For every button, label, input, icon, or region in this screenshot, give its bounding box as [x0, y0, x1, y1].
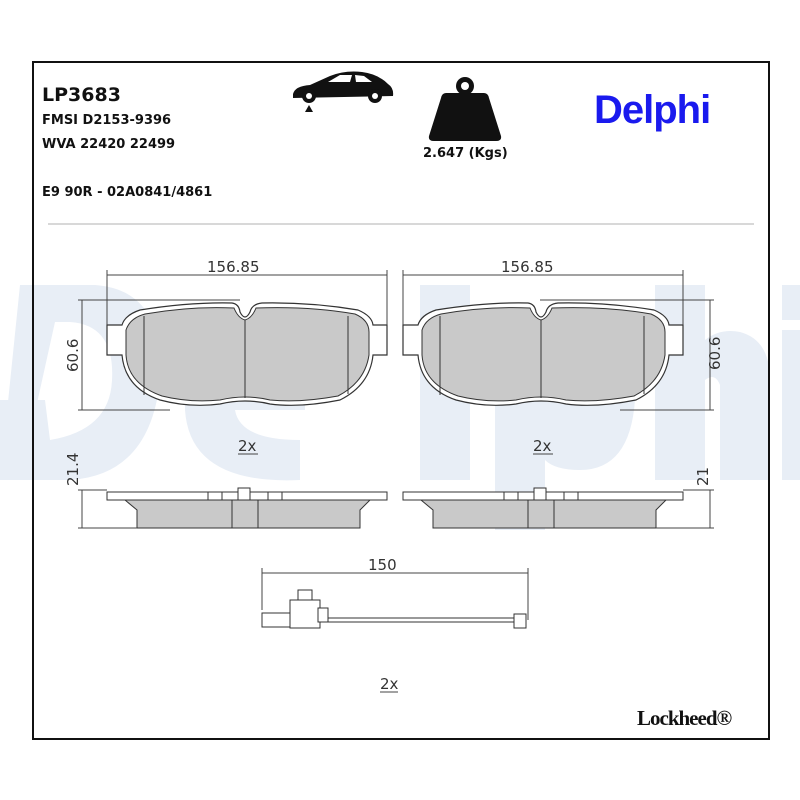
left-brake-pad	[106, 302, 388, 529]
fmsi-code: FMSI D2153-9396	[42, 113, 172, 128]
wear-sensor	[261, 589, 527, 629]
left-height-label: 60.6	[64, 339, 82, 372]
weight-icon	[428, 77, 502, 141]
sensor-quantity-label: 2x	[380, 675, 399, 693]
right-brake-pad	[402, 302, 684, 529]
left-width-label: 156.85	[207, 258, 260, 276]
right-height-label: 60.6	[706, 337, 724, 370]
left-quantity-label: 2x	[238, 437, 257, 455]
right-width-label: 156.85	[501, 258, 554, 276]
weight-value: 2.647 (Kgs)	[423, 146, 508, 161]
lockheed-logo: Lockheed®	[637, 706, 732, 730]
right-thickness-label: 21	[694, 467, 712, 486]
left-thickness-label: 21.4	[64, 453, 82, 486]
part-number: LP3683	[42, 84, 121, 106]
delphi-logo: Delphi	[594, 88, 711, 132]
right-quantity-label: 2x	[533, 437, 552, 455]
car-front-axle-icon	[293, 71, 394, 112]
dimension-lines	[78, 270, 714, 693]
sensor-length-label: 150	[368, 556, 397, 574]
approval-code: E9 90R - 02A0841/4861	[42, 185, 213, 200]
wva-code: WVA 22420 22499	[42, 137, 176, 152]
drawing-frame	[32, 61, 770, 740]
